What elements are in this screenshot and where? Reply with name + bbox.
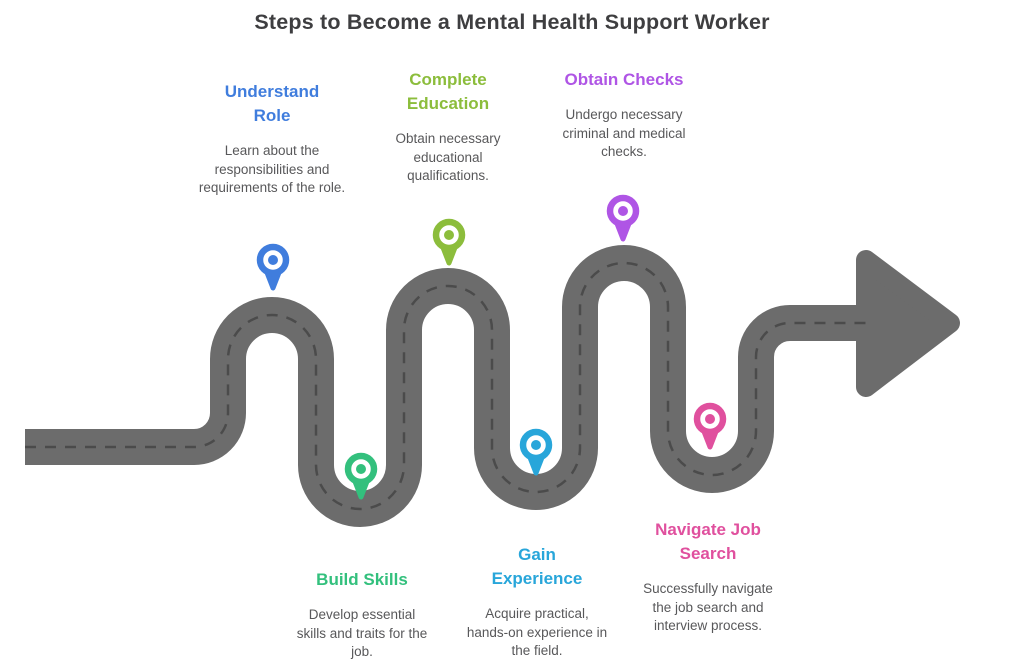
page-title: Steps to Become a Mental Health Support … xyxy=(254,10,770,34)
step-title: Complete Education xyxy=(406,70,490,113)
map-pin-icon xyxy=(691,400,729,452)
step-gain-experience: Gain Experience Acquire practical, hands… xyxy=(457,543,617,661)
road-arrowhead xyxy=(856,250,960,397)
step-navigate-job-search: Navigate Job Search Successfully navigat… xyxy=(628,518,788,636)
step-title: Obtain Checks xyxy=(564,70,684,89)
step-description: Undergo necessary criminal and medical c… xyxy=(562,107,686,159)
road-surface xyxy=(25,245,884,527)
step-title: Build Skills xyxy=(316,570,408,589)
step-build-skills: Build Skills Develop essential skills an… xyxy=(277,568,447,662)
map-pin-icon xyxy=(254,241,292,293)
step-title: Gain Experience xyxy=(491,545,583,588)
step-description: Successfully navigate the job search and… xyxy=(643,581,773,633)
step-title: Navigate Job Search xyxy=(655,520,761,563)
step-description: Obtain necessary educational qualificati… xyxy=(395,131,501,183)
map-pin-icon xyxy=(430,216,468,268)
step-description: Develop essential skills and traits for … xyxy=(296,607,428,659)
step-understand-role: Understand Role Learn about the responsi… xyxy=(187,80,357,198)
step-complete-education: Complete Education Obtain necessary educ… xyxy=(373,68,523,186)
step-description: Acquire practical, hands-on experience i… xyxy=(466,606,608,658)
map-pin-icon xyxy=(604,192,642,244)
step-description: Learn about the responsibilities and req… xyxy=(198,143,346,195)
step-title: Understand Role xyxy=(224,82,320,125)
road-center-dashes xyxy=(25,261,868,511)
map-pin-icon xyxy=(342,450,380,502)
map-pin-icon xyxy=(517,426,555,478)
step-obtain-checks: Obtain Checks Undergo necessary criminal… xyxy=(539,68,709,162)
